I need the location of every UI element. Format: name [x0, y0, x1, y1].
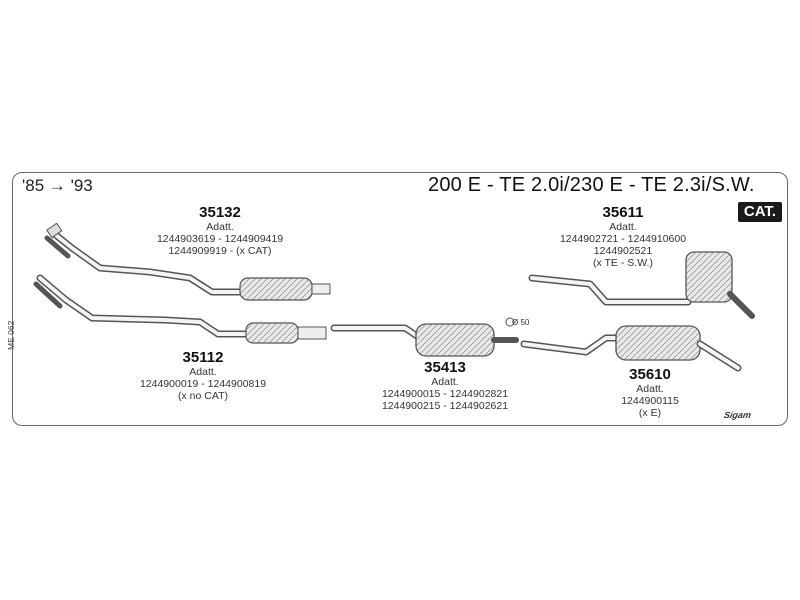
part-adapt-label: Adatt.	[206, 221, 234, 233]
part-35610-silencer	[520, 325, 742, 372]
part-ref-line: (x E)	[638, 407, 662, 419]
part-35611-block: 35611 Adatt. 1244902721 - 1244910600 124…	[538, 204, 708, 269]
part-number: 35132	[199, 204, 241, 221]
part-ref-line: (x TE - S.W.)	[593, 257, 653, 269]
part-35112-pipe	[33, 274, 327, 344]
part-35610-block: 35610 Adatt. 1244900115 (x E)	[585, 366, 715, 419]
part-ref-line: 1244902521	[593, 245, 653, 257]
part-35413-silencer	[330, 317, 519, 357]
model-title: 200 E - TE 2.0i/230 E - TE 2.3i/S.W.	[428, 174, 755, 196]
part-number: 35413	[424, 359, 466, 376]
part-35132-block: 35132 Adatt. 1244903619 - 1244909419 124…	[140, 204, 300, 257]
part-ref-line: 1244902721 - 1244910600	[559, 233, 687, 245]
part-ref-line: 1244900115	[621, 395, 679, 407]
part-number: 35611	[602, 204, 644, 221]
part-adapt-label: Adatt.	[189, 366, 217, 378]
part-ref-line: 1244900019 - 1244900819	[139, 378, 267, 390]
part-ref-line: (x no CAT)	[178, 390, 228, 402]
cat-badge: CAT.	[738, 202, 782, 222]
part-35132-pipe	[44, 222, 331, 301]
part-number: 35112	[182, 349, 224, 366]
part-35413-block: 35413 Adatt. 1244900015 - 1244902821 124…	[360, 359, 530, 412]
part-adapt-label: Adatt.	[636, 383, 664, 395]
part-adapt-label: Adatt.	[609, 221, 637, 233]
part-35611-silencer	[528, 251, 755, 319]
part-ref-line: 1244903619 - 1244909419	[156, 233, 284, 245]
part-35112-block: 35112 Adatt. 1244900019 - 1244900819 (x …	[118, 349, 288, 402]
part-ref-line: 1244909919 - (x CAT)	[168, 245, 272, 257]
part-adapt-label: Adatt.	[431, 376, 459, 388]
year-range: '85 → '93	[22, 176, 93, 195]
part-ref-line: 1244900015 - 1244902821	[381, 388, 509, 400]
part-ref-line: 1244900215 - 1244902621	[381, 400, 509, 412]
pipe-diameter-label: Ø 50	[512, 318, 530, 327]
part-number: 35610	[629, 366, 671, 383]
